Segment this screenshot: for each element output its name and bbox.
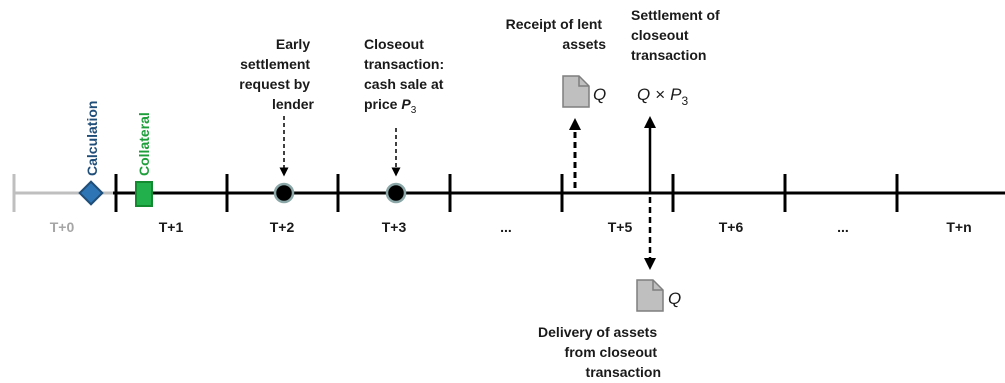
- receipt-line: Receipt of lent: [506, 16, 603, 32]
- period-label-t1: T+1: [159, 219, 184, 235]
- settlement-event: Settlement of closeout transaction Q × P3: [631, 7, 724, 193]
- receipt-quantity: Q: [593, 85, 606, 104]
- document-icon: [636, 279, 664, 312]
- delivery-line: transaction: [586, 364, 661, 380]
- settlement-label: Settlement of closeout transaction: [631, 7, 724, 63]
- arrowhead-up: [644, 116, 656, 128]
- closeout-line: cash sale at: [364, 76, 444, 92]
- calculation-label: Calculation: [84, 101, 100, 176]
- settlement-line: Settlement of: [631, 7, 720, 23]
- period-label-t3: T+3: [382, 219, 407, 235]
- document-icon: [562, 75, 590, 108]
- period-labels: T+0 T+1 T+2 T+3 ... T+5 T+6 ... T+n: [50, 219, 972, 235]
- formula-q: Q: [637, 85, 650, 104]
- period-label-t0: T+0: [50, 219, 75, 235]
- receipt-label: Receipt of lent assets: [506, 16, 607, 52]
- square-icon: [135, 181, 153, 207]
- formula-times: ×: [655, 85, 665, 104]
- price-symbol: P: [401, 96, 411, 112]
- settlement-formula: Q × P3: [637, 85, 689, 108]
- collateral-label: Collateral: [136, 112, 152, 176]
- event-dot: [273, 182, 295, 204]
- period-label-ellipsis: ...: [837, 219, 849, 235]
- timeline-axis: [12, 174, 1005, 212]
- closeout-line: Closeout: [364, 36, 424, 52]
- delivery-line: from closeout: [565, 344, 658, 360]
- early-settlement-line: request by: [239, 76, 310, 92]
- document-fold: [652, 280, 663, 291]
- early-settlement-event: Early settlement request by lender: [239, 36, 315, 204]
- delivery-quantity: Q: [668, 289, 681, 308]
- receipt-event: Receipt of lent assets Q: [506, 16, 607, 188]
- delivery-label: Delivery of assets from closeout transac…: [538, 324, 661, 380]
- delivery-event: Q Delivery of assets from closeout trans…: [538, 197, 681, 380]
- settlement-line: closeout: [631, 27, 689, 43]
- closeout-line: price: [364, 96, 401, 112]
- arrowhead-up: [569, 118, 581, 130]
- delivery-line: Delivery of assets: [538, 324, 657, 340]
- calculation-marker: Calculation: [78, 101, 104, 206]
- document-fold: [578, 76, 589, 87]
- closeout-line: transaction:: [364, 56, 444, 72]
- period-label-ellipsis: ...: [500, 219, 512, 235]
- closeout-label: Closeout transaction: cash sale at price…: [364, 36, 448, 116]
- closeout-event: Closeout transaction: cash sale at price…: [364, 36, 448, 204]
- early-settlement-line: settlement: [240, 56, 310, 72]
- formula-p: P: [670, 85, 682, 104]
- collateral-marker: Collateral: [135, 112, 153, 207]
- diamond-icon: [78, 180, 104, 206]
- price-subscript: 3: [411, 105, 417, 116]
- settlement-line: transaction: [631, 47, 706, 63]
- period-label-t5: T+5: [608, 219, 633, 235]
- event-dot: [385, 182, 407, 204]
- receipt-line: assets: [562, 36, 606, 52]
- formula-subscript: 3: [682, 94, 689, 108]
- early-settlement-line: Early: [276, 36, 310, 52]
- early-settlement-line: lender: [272, 96, 315, 112]
- early-settlement-label: Early settlement request by lender: [239, 36, 314, 112]
- period-label-t6: T+6: [719, 219, 744, 235]
- period-label-t2: T+2: [270, 219, 295, 235]
- arrowhead-down: [644, 258, 656, 270]
- period-label-tn: T+n: [946, 219, 971, 235]
